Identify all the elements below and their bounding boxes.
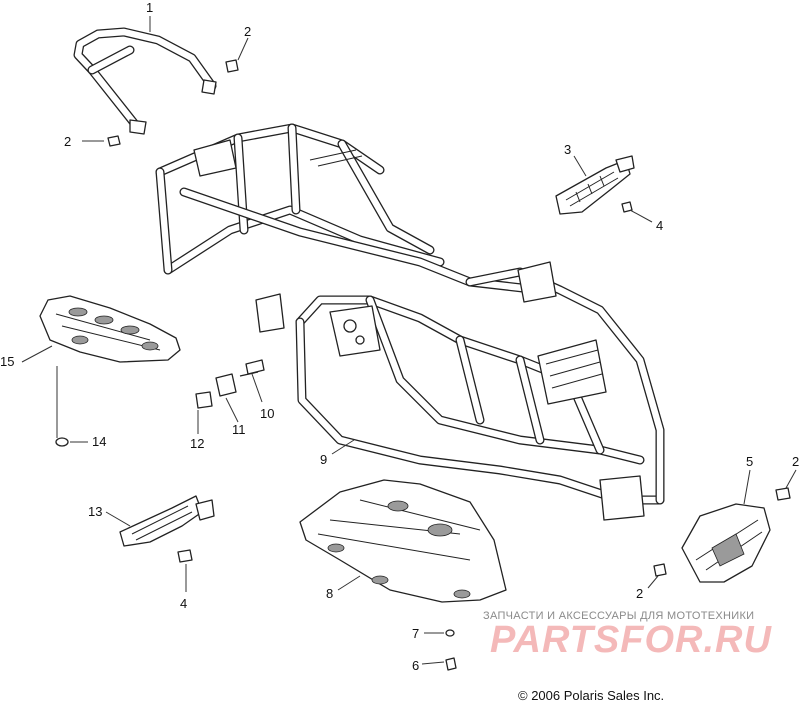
pin-spacer-nut-parts xyxy=(195,359,265,409)
callout-2-lower: 2 xyxy=(636,586,643,601)
callout-11: 11 xyxy=(232,422,246,437)
bolt-part xyxy=(107,59,239,147)
callout-2-left: 2 xyxy=(64,134,71,149)
callout-9: 9 xyxy=(320,452,327,467)
callout-3: 3 xyxy=(564,142,571,157)
front-guard-part xyxy=(653,487,791,583)
leader-lines xyxy=(21,16,797,665)
small-fasteners-parts xyxy=(445,629,457,671)
copyright-text: © 2006 Polaris Sales Inc. xyxy=(518,688,665,703)
callouts: 1 2 2 3 4 15 14 12 11 10 9 13 4 8 7 6 5 … xyxy=(0,0,799,673)
callout-1: 1 xyxy=(146,0,153,15)
left-guard-part xyxy=(39,295,181,363)
fastener-part xyxy=(55,437,69,447)
callout-5: 5 xyxy=(746,454,753,469)
main-frame-part xyxy=(155,123,665,521)
callout-8: 8 xyxy=(326,586,333,601)
watermark-caption: ЗАПЧАСТИ И АКСЕССУАРЫ ДЛЯ МОТОТЕХНИКИ xyxy=(483,610,755,622)
callout-13: 13 xyxy=(88,504,102,519)
bracket-part xyxy=(555,155,635,215)
callout-15: 15 xyxy=(0,354,14,369)
skid-plate-part xyxy=(299,479,507,603)
callout-4-top: 4 xyxy=(656,218,663,233)
callout-7: 7 xyxy=(412,626,419,641)
callout-14: 14 xyxy=(92,434,106,449)
callout-4-lower: 4 xyxy=(180,596,187,611)
callout-2-right: 2 xyxy=(792,454,799,469)
callout-6: 6 xyxy=(412,658,419,673)
callout-2-top: 2 xyxy=(244,24,251,39)
bolt-part-lower xyxy=(177,549,193,563)
grab-bar-part xyxy=(73,27,217,135)
watermark-logo: PARTSFOR.RU xyxy=(490,619,772,661)
callout-10: 10 xyxy=(260,406,274,421)
callout-12: 12 xyxy=(190,436,204,451)
lower-bracket-part xyxy=(119,495,215,547)
